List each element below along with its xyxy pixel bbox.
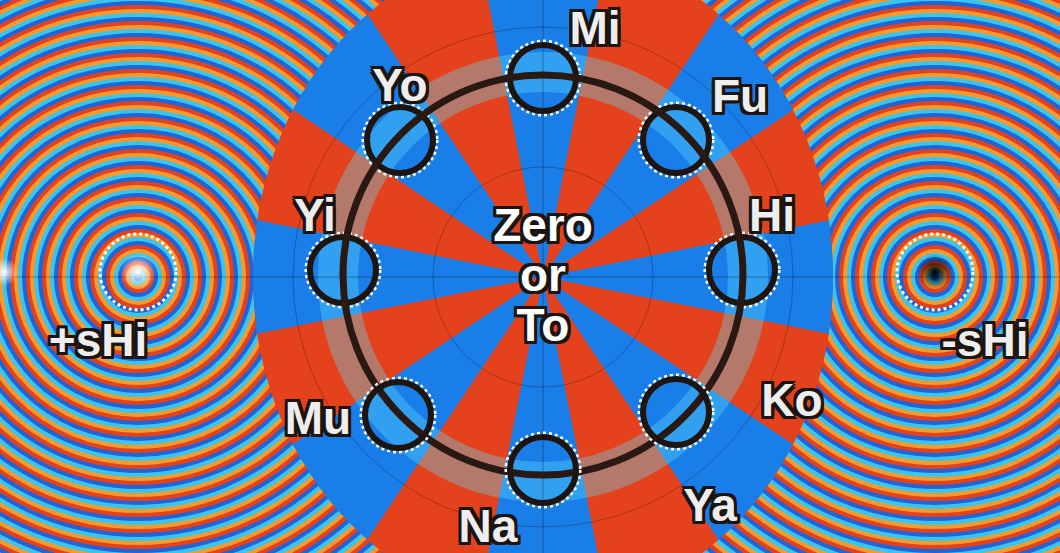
circle-outline	[893, 230, 977, 314]
circle-outline	[501, 428, 585, 512]
dotted-ring	[639, 375, 713, 449]
phase-ring	[114, 253, 162, 301]
pole-glow	[120, 254, 156, 290]
circle-outline	[634, 98, 718, 182]
main-ring	[343, 75, 743, 475]
circle-outline	[634, 370, 718, 454]
circle-label: Yo	[372, 60, 427, 110]
center-label: Zero or To	[493, 200, 593, 350]
circle-label: +sHi	[49, 315, 147, 365]
digit-circle: Fu	[634, 98, 718, 182]
pole-glow	[917, 254, 953, 290]
circle-label: -sHi	[942, 315, 1029, 365]
circle-label: Yi	[294, 190, 336, 240]
circle-label: Hi	[749, 190, 795, 240]
black-ring	[643, 107, 709, 173]
digit-circle: Ya	[634, 370, 718, 454]
dotted-ring	[361, 378, 435, 452]
circle-label: Fu	[712, 71, 768, 121]
dotted-ring	[506, 433, 580, 507]
pole-circle: -sHi	[893, 230, 977, 314]
phase-sector	[53, 0, 543, 277]
pole-glow	[0, 258, 18, 286]
circle-label: Na	[459, 501, 518, 551]
digit-label: Ko	[761, 375, 822, 425]
circle-label: Mi	[569, 3, 620, 53]
black-ring	[643, 379, 709, 445]
phase-ring	[911, 253, 959, 301]
main-circle: Zero or To	[337, 69, 749, 481]
pole-circle: +sHi	[96, 230, 180, 314]
black-ring	[365, 382, 431, 448]
black-ring	[510, 437, 576, 503]
dotted-ring	[100, 234, 176, 310]
digit-circle: Mu	[356, 373, 440, 457]
digit-circle: Na	[501, 428, 585, 512]
dotted-ring	[639, 103, 713, 177]
phase-sector	[543, 277, 1033, 553]
circle-label: Mu	[285, 393, 351, 443]
dotted-ring	[897, 234, 973, 310]
circle-label: Ya	[683, 480, 737, 530]
circle-outline	[356, 373, 440, 457]
circle-outline	[96, 230, 180, 314]
